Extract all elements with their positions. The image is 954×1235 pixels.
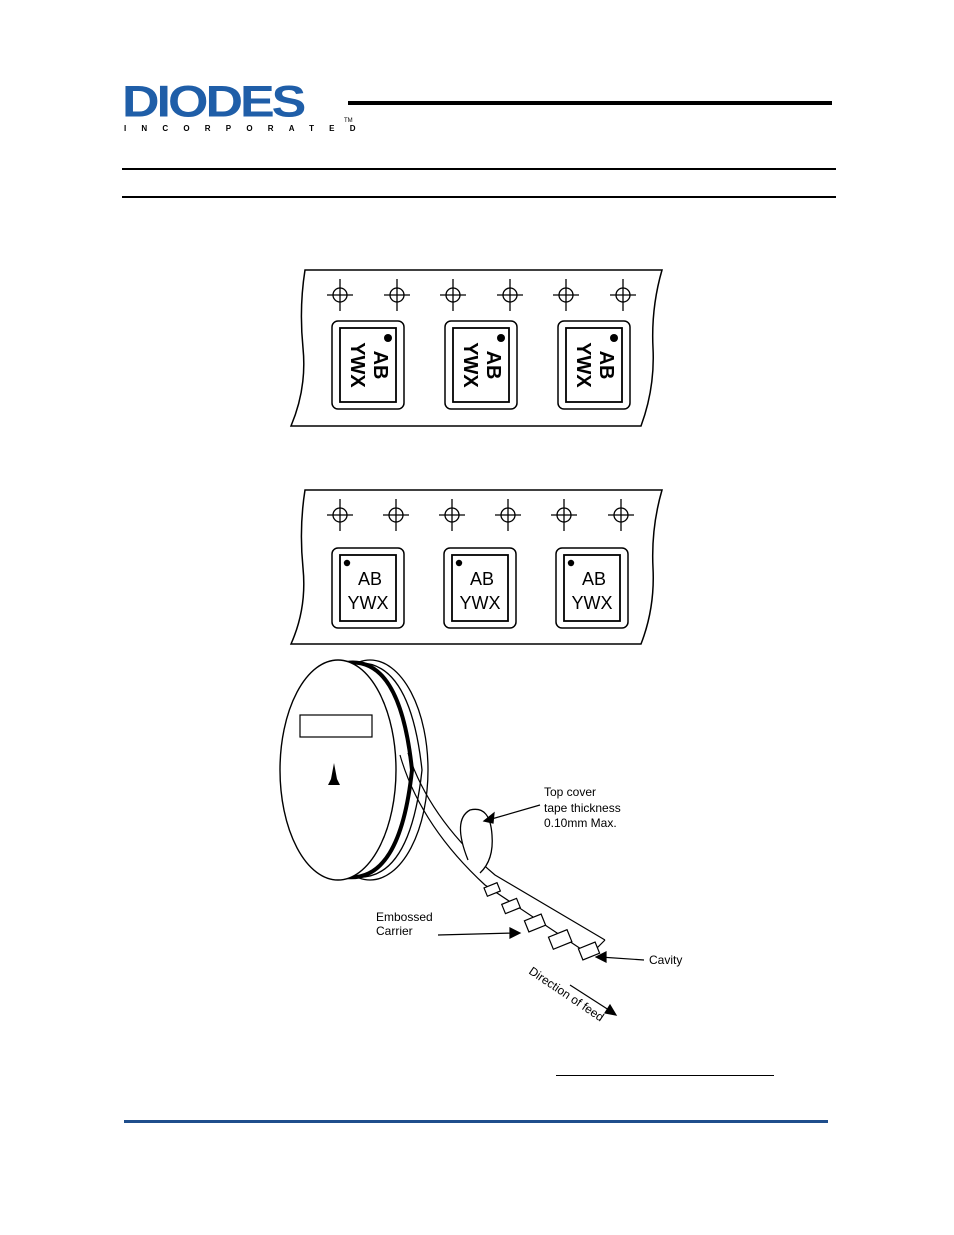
marking-line2: YWX	[571, 593, 612, 613]
marking-line2: YWX	[346, 342, 368, 388]
title-rule-top	[122, 168, 836, 170]
cover-label-1: Top cover	[544, 785, 596, 799]
logo-subtitle: INCORPORATED	[124, 124, 371, 133]
marking-line1: AB	[369, 351, 391, 380]
tape-rotated-marking-diagram: AB YWX AB YWX AB YWX	[285, 268, 670, 432]
reel-diagram: Top cover tape thickness 0.10mm Max. Emb…	[270, 655, 710, 1045]
header-rule	[348, 101, 832, 105]
logo-trademark: TM	[344, 118, 353, 124]
component-2: AB YWX	[445, 321, 517, 409]
tape-upright-marking-diagram: AB YWX AB YWX AB YWX	[285, 488, 670, 652]
component-1: AB YWX	[332, 548, 404, 628]
feed-label: Direction of feed	[526, 964, 606, 1024]
component-3: AB YWX	[558, 321, 630, 409]
marking-line2: YWX	[459, 593, 500, 613]
component-3: AB YWX	[556, 548, 628, 628]
marking-line1: AB	[595, 351, 617, 380]
cavity-label: Cavity	[649, 953, 682, 967]
link-underline	[556, 1075, 774, 1076]
marking-line1: AB	[482, 351, 504, 380]
marking-line2: YWX	[459, 342, 481, 388]
component-1: AB YWX	[332, 321, 404, 409]
logo-wordmark: DIODES	[122, 78, 303, 126]
marking-line1: AB	[358, 569, 382, 589]
marking-line2: YWX	[572, 342, 594, 388]
cover-label-2: tape thickness	[544, 801, 621, 815]
marking-line1: AB	[582, 569, 606, 589]
footer-rule	[124, 1120, 828, 1123]
title-rule-bottom	[122, 196, 836, 198]
carrier-label-1: Embossed	[376, 910, 433, 924]
carrier-label-2: Carrier	[376, 924, 413, 938]
diodes-logo: DIODES INCORPORATED TM	[122, 78, 352, 140]
marking-line2: YWX	[347, 593, 388, 613]
cover-label-3: 0.10mm Max.	[544, 816, 617, 830]
component-2: AB YWX	[444, 548, 516, 628]
marking-line1: AB	[470, 569, 494, 589]
